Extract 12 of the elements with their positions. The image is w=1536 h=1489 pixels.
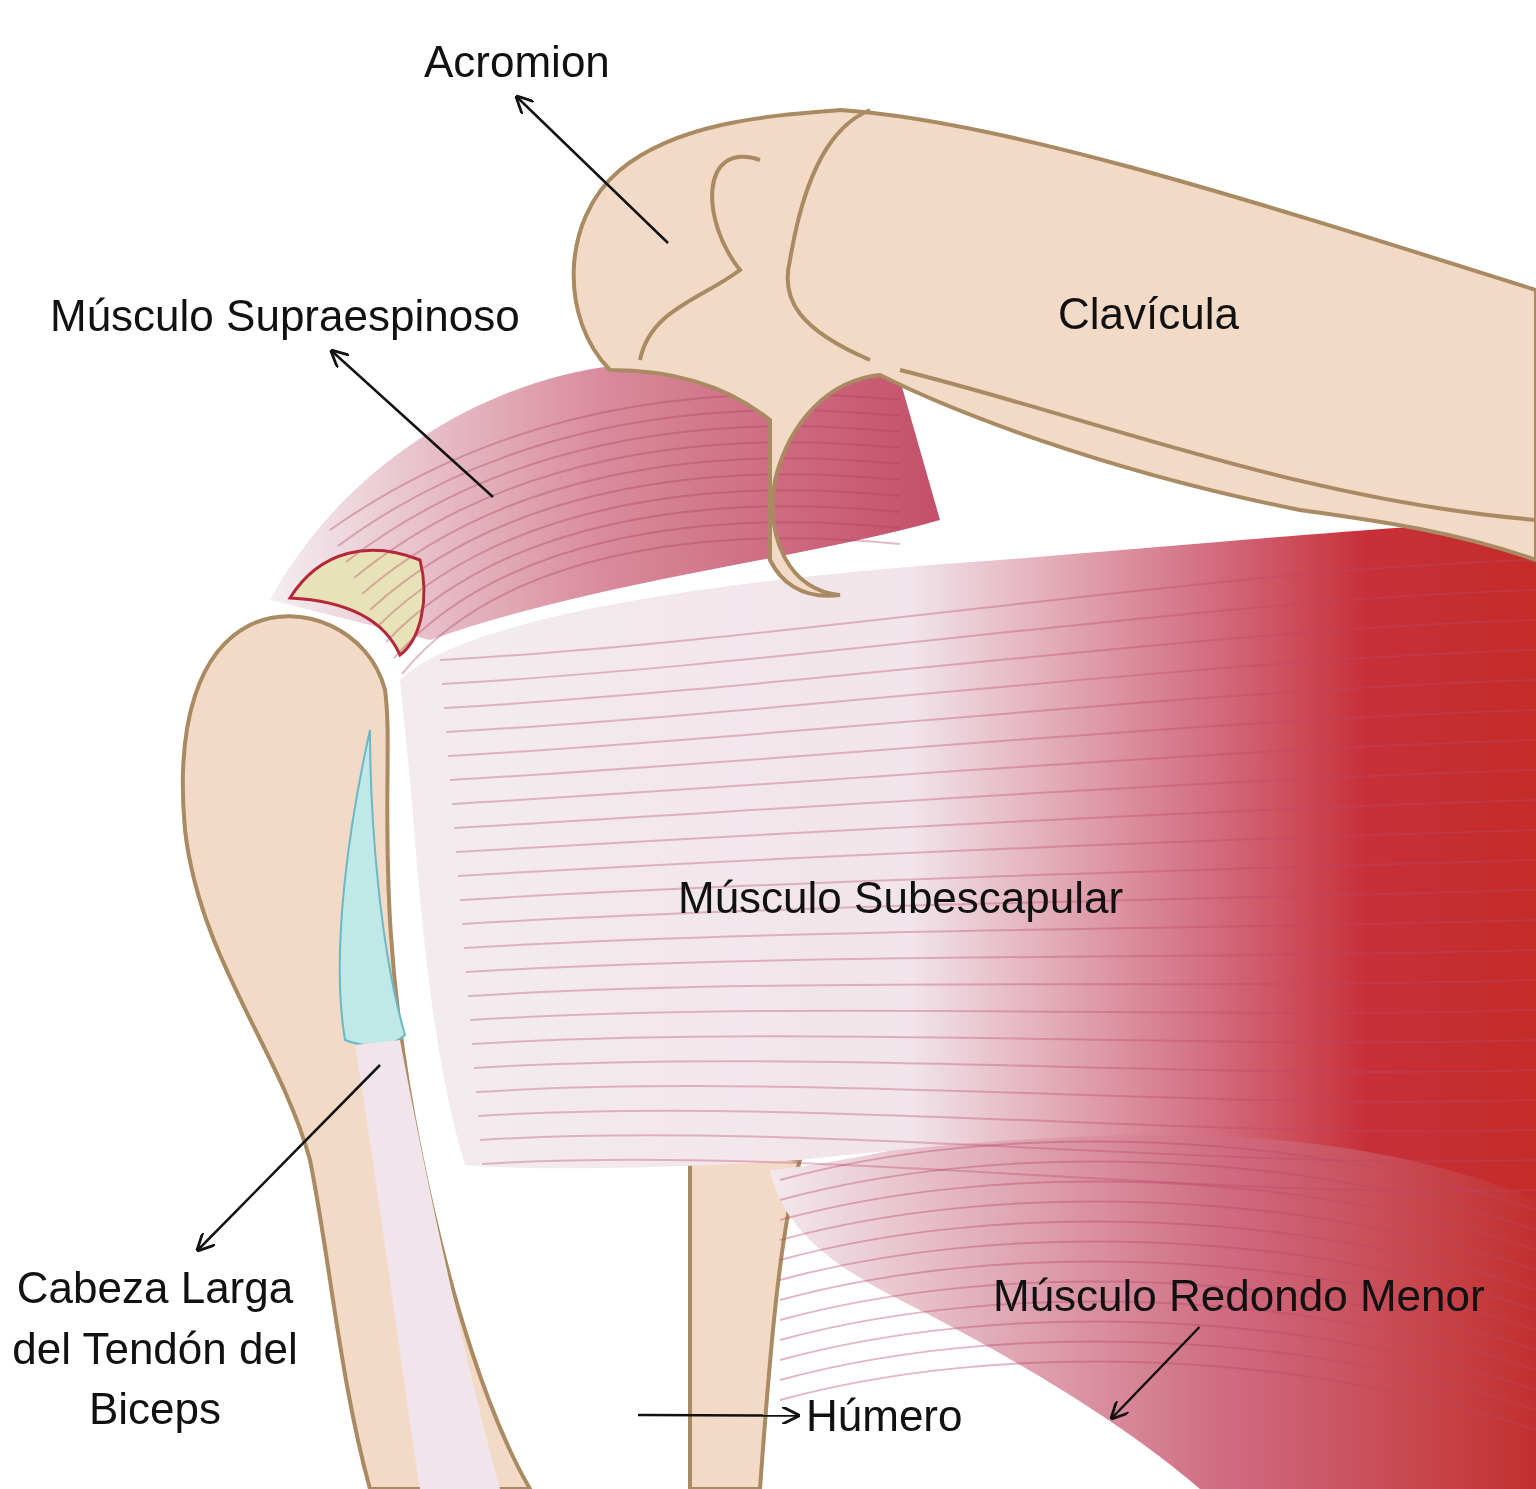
leader-arrow: [195, 1064, 381, 1253]
part-label: Músculo Supraespinoso: [50, 288, 520, 343]
leader-arrow: [329, 348, 494, 498]
leader-arrow: [1109, 1326, 1201, 1421]
part-label: Cabeza Larga del Tendón del Biceps: [12, 1258, 298, 1441]
part-label: Músculo Redondo Menor: [993, 1268, 1485, 1323]
leader-arrow: [638, 1405, 802, 1426]
part-label: Músculo Subescapular: [678, 872, 1124, 924]
part-label: Acromion: [424, 34, 610, 89]
leader-arrow: [514, 94, 669, 244]
part-label: Clavícula: [1058, 288, 1239, 340]
part-label: Húmero: [806, 1388, 963, 1443]
